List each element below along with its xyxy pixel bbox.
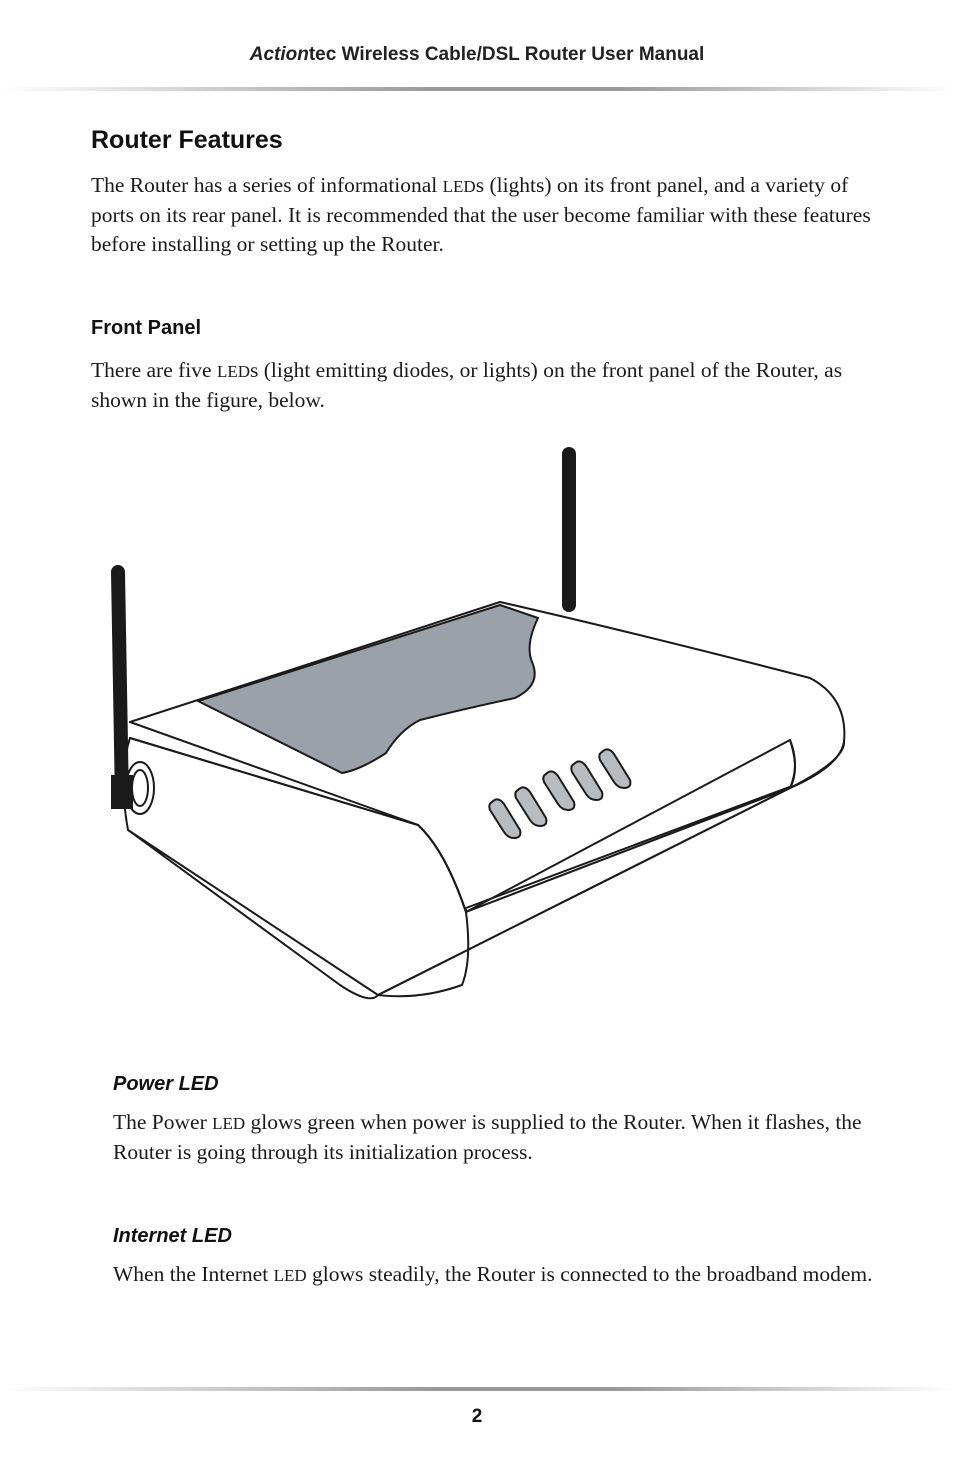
brand-action: Action: [249, 44, 309, 65]
led-internet: [514, 786, 548, 827]
section-title: Router Features: [91, 126, 283, 154]
header-title: Wireless Cable/DSL Router User Manual: [336, 44, 705, 65]
internet-led-heading: Internet LED: [113, 1225, 232, 1247]
brand-tec: tec: [308, 44, 337, 65]
router-illustration: [111, 447, 846, 1000]
power-led-paragraph: The Power LED glows green when power is …: [113, 1110, 862, 1164]
router-base-line: [127, 787, 791, 996]
front-panel-paragraph: There are five LEDs (light emitting diod…: [91, 358, 843, 412]
side-antenna: [111, 565, 129, 809]
intro-paragraph: The Router has a series of informational…: [91, 173, 871, 256]
internet-led-paragraph: When the Internet LED glows steadily, th…: [113, 1262, 873, 1286]
front-panel-heading: Front Panel: [91, 317, 202, 339]
led-power: [488, 798, 522, 839]
header-divider: [0, 87, 954, 91]
router-front-curve: [129, 737, 470, 998]
router-top-panel: [197, 604, 539, 774]
led-5: [598, 748, 632, 789]
page-number: 2: [471, 1406, 483, 1427]
router-front-divider: [465, 785, 793, 909]
running-header: Actiontec Wireless Cable/DSL Router User…: [0, 44, 954, 66]
led-4: [570, 760, 604, 801]
power-led-heading: Power LED: [113, 1073, 219, 1095]
footer-divider: [0, 1387, 954, 1391]
led-3: [542, 770, 576, 811]
router-right-curve: [789, 739, 796, 789]
